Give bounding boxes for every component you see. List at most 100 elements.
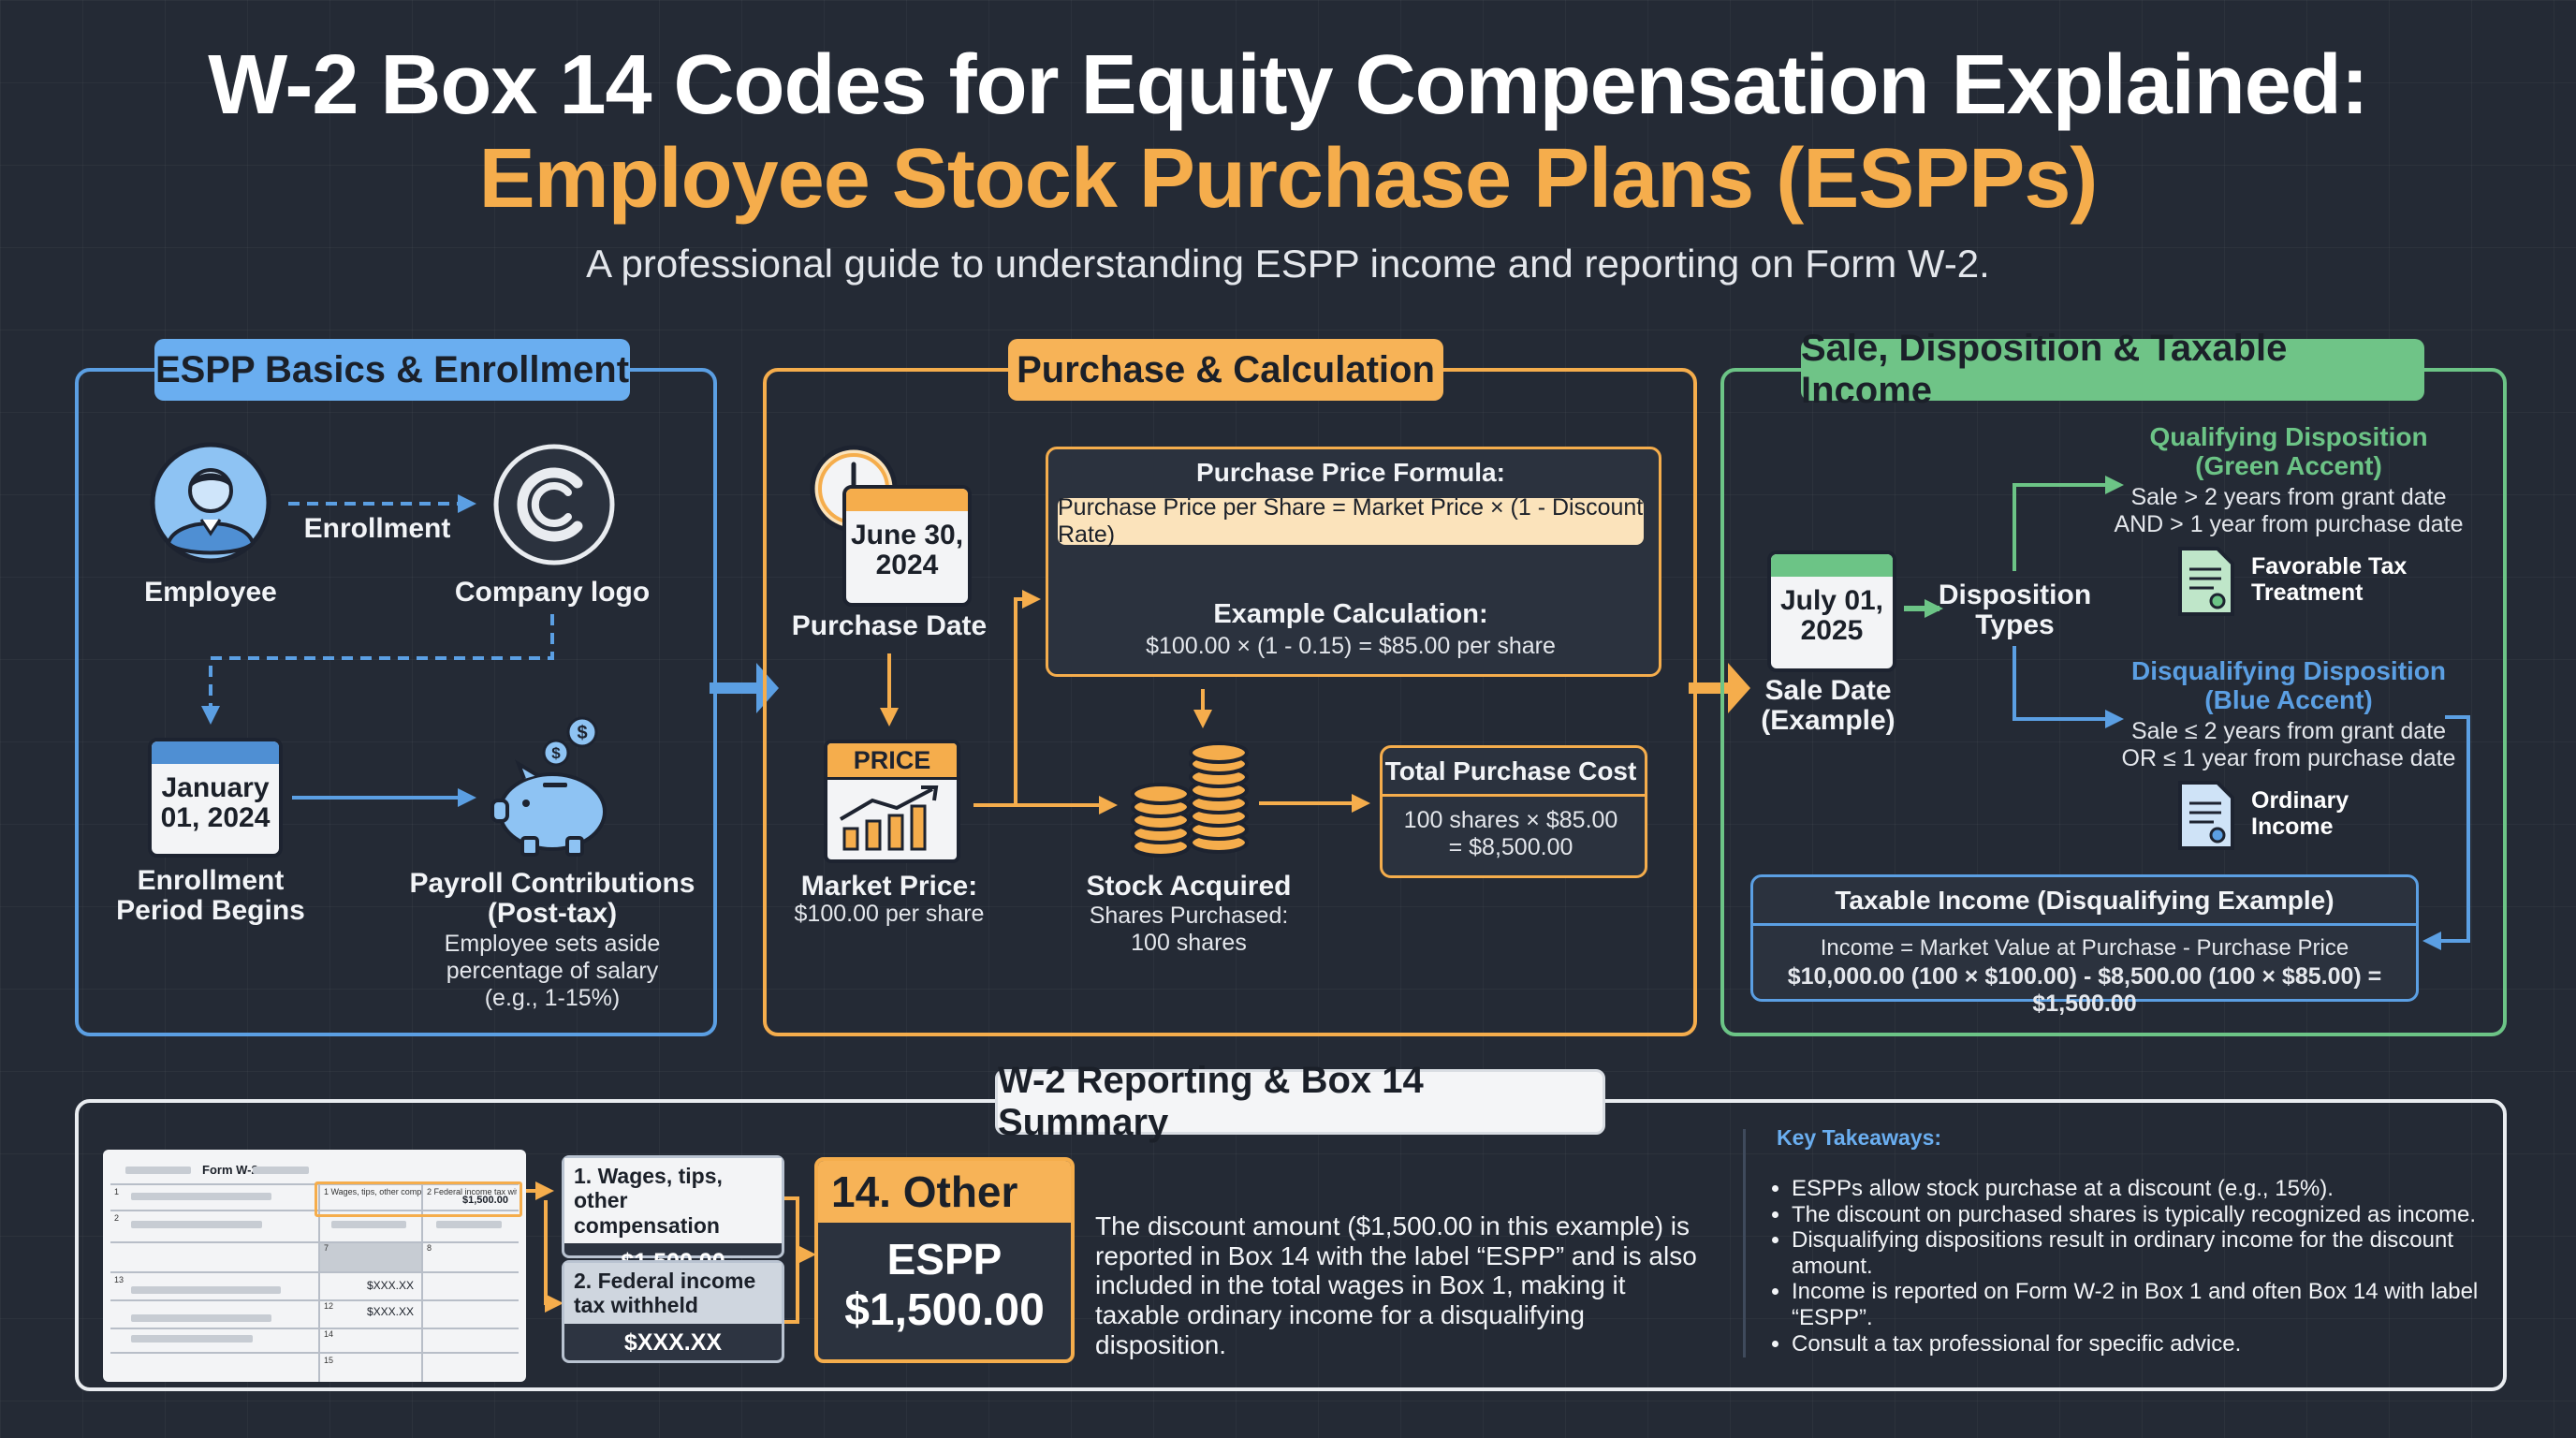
qualifying-title-line-2: (Green Accent) (2195, 450, 2382, 480)
enrollment-arrow-label: Enrollment (303, 513, 451, 544)
qualifying-result: Favorable Tax Treatment (2251, 553, 2438, 606)
w2-row-7: 7 (324, 1243, 329, 1253)
employee-avatar-icon (150, 442, 271, 564)
market-price-label: Market Price: (800, 871, 978, 902)
svg-text:$: $ (577, 723, 587, 743)
svg-text:$: $ (551, 744, 561, 762)
qualifying-result-line-1: Favorable Tax (2251, 553, 2408, 580)
green-document-icon (2178, 547, 2234, 616)
qualifying-title-line-1: Qualifying Disposition (2149, 422, 2428, 451)
box1-label-line-2: compensation (574, 1212, 720, 1238)
w2-form-highlight (315, 1181, 522, 1217)
sale-date-label: Sale Date (Example) (1734, 675, 1922, 737)
key-takeaways-divider (1743, 1129, 1746, 1357)
example-calculation: $100.00 × (1 - 0.15) = $85.00 per share (1146, 633, 1556, 659)
company-logo-label: Company logo (454, 577, 651, 608)
sale-calendar-icon: July 01, 2025 (1767, 550, 1896, 672)
qualifying-result-line-2: Treatment (2251, 579, 2364, 606)
basics-heading: ESPP Basics & Enrollment (154, 339, 630, 401)
disq-title-line-2: (Blue Accent) (2204, 684, 2373, 714)
qualifying-desc-line-2: AND > 1 year from purchase date (2114, 510, 2464, 537)
taxable-income-calc: $10,000.00 (100 × $100.00) - $8,500.00 (… (1787, 963, 2382, 1017)
taxable-income-divider (1753, 923, 2416, 926)
disqualifying-result: Ordinary Income (2251, 787, 2438, 840)
w2-form-box2-label: 2 Federal income tax withheld (427, 1187, 517, 1196)
purchase-calendar-line-1: June 30, (850, 520, 964, 550)
qualifying-desc-line-1: Sale > 2 years from grant date (2130, 484, 2447, 510)
box1-card: 1. Wages, tips, other compensation $1,50… (562, 1155, 784, 1275)
total-cost-line-1: 100 shares × $85.00 (1403, 807, 1618, 833)
total-cost-divider (1383, 794, 1645, 797)
box2-label-line-1: 2. Federal income (574, 1269, 756, 1293)
w2-form-xxx-1: $XXX.XX (367, 1279, 415, 1292)
disposition-types-line-1: Disposition (1938, 580, 2092, 610)
box2-value: $XXX.XX (623, 1328, 723, 1356)
box2-label: 2. Federal income tax withheld (564, 1263, 782, 1324)
purchase-calendar-icon: June 30, 2024 (842, 485, 972, 607)
payroll-desc-line-2: percentage of salary (446, 957, 659, 984)
subtitle: A professional guide to understanding ES… (586, 242, 1990, 286)
takeaway-item: Disqualifying dispositions result in ord… (1792, 1227, 2494, 1279)
taxable-income-title: Taxable Income (Disqualifying Example) (1835, 886, 2334, 915)
box2-card: 2. Federal income tax withheld $XXX.XX (562, 1260, 784, 1363)
main-title: W-2 Box 14 Codes for Equity Compensation… (208, 38, 2369, 132)
total-cost-lines: 100 shares × $85.00 = $8,500.00 (1380, 807, 1642, 861)
taxable-income-formula: Income = Market Value at Purchase - Purc… (1820, 935, 2349, 961)
disposition-types-label: Disposition Types (1938, 580, 2092, 641)
stock-desc-line-1: Shares Purchased: (1089, 902, 1289, 929)
price-tag-icon: PRICE (824, 740, 960, 863)
box14-card: 14. Other ESPP $1,500.00 (814, 1157, 1075, 1363)
market-price-value: $100.00 per share (794, 901, 985, 927)
total-cost-box (1380, 745, 1647, 878)
main-title-highlight: Employee Stock Purchase Plans (ESPPs) (478, 132, 2099, 226)
w2-row-8: 8 (427, 1243, 432, 1253)
w2-form-amount: $1,500.00 (462, 1195, 508, 1206)
takeaway-item: Income is reported on Form W-2 in Box 1 … (1792, 1279, 2494, 1330)
calendar-line-2: 01, 2024 (160, 802, 271, 834)
stock-acquired-desc: Shares Purchased: 100 shares (1067, 902, 1310, 957)
company-logo-icon (493, 444, 615, 565)
purchase-calendar-line-2: 2024 (875, 550, 939, 581)
w2-form-image: Form W-2 1 Wages, tips, other compensati… (103, 1150, 526, 1382)
calendar-icon: January 01, 2024 (148, 738, 283, 858)
sale-calendar-line-2: 2025 (1800, 615, 1864, 647)
total-cost-line-2: = $8,500.00 (1448, 833, 1573, 860)
disq-desc-line-2: OR ≤ 1 year from purchase date (2121, 744, 2456, 771)
blue-document-icon (2178, 781, 2234, 850)
payroll-title-line-1: Payroll Contributions (409, 868, 695, 899)
w2-form-xxx-2: $XXX.XX (367, 1305, 415, 1318)
enrollment-period-line-2: Period Begins (116, 895, 305, 927)
price-tag-label: PRICE (827, 743, 957, 780)
disq-title-line-1: Disqualifying Disposition (2130, 656, 2446, 685)
total-cost-title: Total Purchase Cost (1384, 756, 1637, 785)
w2-row-2: 2 (114, 1213, 120, 1223)
stock-acquired-title: Stock Acquired (1086, 871, 1292, 902)
piggy-bank-icon: $ $ (490, 716, 607, 857)
enrollment-period-line-1: Enrollment (137, 865, 285, 896)
disq-result-line-2: Income (2251, 813, 2334, 840)
w2-row-15: 15 (324, 1356, 334, 1365)
disq-result-line-1: Ordinary (2251, 787, 2349, 814)
key-takeaways-list: ESPPs allow stock purchase at a discount… (1775, 1176, 2494, 1357)
formula-title: Purchase Price Formula: (1196, 458, 1505, 487)
box2-label-line-2: tax withheld (574, 1293, 698, 1318)
box14-value: $1,500.00 (844, 1285, 1045, 1335)
disqualifying-desc: Sale ≤ 2 years from grant date OR ≤ 1 ye… (2078, 718, 2499, 772)
w2-row-13: 13 (114, 1275, 124, 1284)
sale-heading: Sale, Disposition & Taxable Income (1801, 328, 2424, 411)
formula-text: Purchase Price per Share = Market Price … (1058, 494, 1644, 548)
purchase-heading: Purchase & Calculation (1008, 339, 1443, 401)
coin-stacks-icon (1131, 741, 1249, 858)
w2-form-box1-label: 1 Wages, tips, other compensation (324, 1187, 421, 1196)
sale-date-line-2: (Example) (1761, 705, 1895, 737)
takeaway-item: Consult a tax professional for specific … (1792, 1331, 2494, 1357)
payroll-desc-line-3: (e.g., 1-15%) (484, 984, 621, 1011)
disq-desc-line-1: Sale ≤ 2 years from grant date (2130, 718, 2447, 744)
box1-label-line-1: 1. Wages, tips, other (574, 1164, 723, 1213)
box14-header: 14. Other (818, 1161, 1071, 1223)
qualifying-desc: Sale > 2 years from grant date AND > 1 y… (2078, 484, 2499, 538)
box14-explanation: The discount amount ($1,500.00 in this e… (1095, 1211, 1697, 1359)
sale-calendar-line-1: July 01, (1779, 585, 1884, 616)
w2-form-title: Form W-2 (202, 1163, 258, 1177)
w2-row-1: 1 (114, 1187, 120, 1196)
